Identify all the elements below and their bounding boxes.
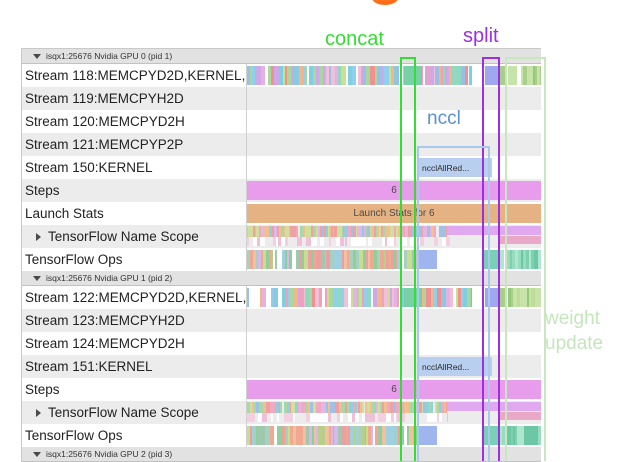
row-label: Stream 122:MEMCPYD2D,KERNEL,MI [25, 290, 246, 305]
group-header-gpu-0[interactable]: isqx1:25676 Nvidia GPU 0 (pid 1) [22, 49, 541, 64]
timeline-track[interactable]: ncclAllRed... [246, 156, 541, 179]
timeline-track[interactable] [246, 110, 541, 133]
row-label-text: TensorFlow Name Scope [48, 229, 199, 244]
group-header-gpu-1[interactable]: isqx1:25676 Nvidia GPU 1 (pid 2) [22, 271, 541, 286]
row-label: Stream 150:KERNEL [25, 160, 153, 175]
timeline-row[interactable]: Steps 6 [22, 378, 541, 401]
row-label: Stream 119:MEMCPYH2D [25, 91, 184, 106]
concat-annotation-label: concat [325, 28, 384, 50]
row-label: Stream 118:MEMCPYD2D,KERNEL,ME [25, 68, 246, 83]
nccl-allreduce-block[interactable]: ncclAllRed... [419, 158, 492, 177]
split-annotation-label: split [463, 25, 499, 47]
row-label: Launch Stats [25, 206, 104, 221]
weight-update-annotation-label: weight update [545, 306, 603, 356]
timeline-track[interactable] [246, 332, 541, 355]
orange-marker-icon [372, 0, 398, 5]
timeline-track[interactable] [246, 424, 541, 447]
timeline-row[interactable]: Stream 119:MEMCPYH2D [22, 87, 541, 110]
timeline-row[interactable]: Stream 124:MEMCPYD2H [22, 332, 541, 355]
timeline-row[interactable]: TensorFlow Ops [22, 248, 541, 271]
trace-viewer-panel[interactable]: isqx1:25676 Nvidia GPU 0 (pid 1) Stream 1… [21, 48, 541, 462]
chevron-down-icon[interactable] [33, 53, 41, 59]
timeline-track[interactable] [246, 225, 541, 248]
steps-bar[interactable]: 6 [247, 181, 541, 200]
timeline-row[interactable]: Stream 151:KERNEL ncclAllRed... [22, 355, 541, 378]
timeline-row[interactable]: TensorFlow Ops [22, 424, 541, 447]
row-label: Steps [25, 382, 60, 397]
row-label: TensorFlow Name Scope [22, 229, 246, 244]
row-label: Stream 121:MEMCPYP2P [25, 137, 184, 152]
timeline-track[interactable]: ncclAllRed... [246, 355, 541, 378]
timeline-track[interactable]: 6 [246, 378, 541, 401]
timeline-row[interactable]: Stream 123:MEMCPYH2D [22, 309, 541, 332]
row-label: TensorFlow Name Scope [22, 405, 246, 420]
row-label: Stream 123:MEMCPYH2D [25, 313, 185, 328]
chevron-right-icon[interactable] [36, 408, 41, 417]
timeline-row[interactable]: TensorFlow Name Scope [22, 225, 541, 248]
timeline-track[interactable] [246, 401, 541, 424]
timeline-track[interactable]: Launch Stats for 6 [246, 202, 541, 225]
group-title: isqx1:25676 Nvidia GPU 0 (pid 1) [46, 51, 173, 61]
steps-bar[interactable]: 6 [247, 380, 541, 399]
row-label: Stream 120:MEMCPYD2H [25, 114, 185, 129]
row-label: TensorFlow Ops [25, 252, 123, 267]
nccl-annotation-box [417, 146, 490, 461]
timeline-track[interactable] [246, 248, 541, 271]
timeline-row[interactable]: Stream 118:MEMCPYD2D,KERNEL,ME [22, 64, 541, 87]
chevron-down-icon[interactable] [33, 451, 41, 457]
row-label: Stream 151:KERNEL [25, 359, 153, 374]
row-label: TensorFlow Ops [25, 428, 123, 443]
group-title: isqx1:25676 Nvidia GPU 2 (pid 3) [46, 449, 173, 459]
timeline-track[interactable] [246, 133, 541, 156]
timeline-row[interactable]: Launch Stats Launch Stats for 6 [22, 202, 541, 225]
weight-update-annotation-box [505, 57, 546, 461]
row-label-text: TensorFlow Name Scope [48, 405, 199, 420]
row-label: Stream 124:MEMCPYD2H [25, 336, 185, 351]
nccl-allreduce-block[interactable]: ncclAllRed... [419, 357, 492, 376]
chevron-down-icon[interactable] [33, 275, 41, 281]
split-annotation-box [482, 57, 500, 461]
timeline-row[interactable]: Steps 6 [22, 179, 541, 202]
timeline-track[interactable] [246, 309, 541, 332]
timeline-row[interactable]: Stream 120:MEMCPYD2H [22, 110, 541, 133]
concat-annotation-box [400, 57, 416, 461]
timeline-row[interactable]: Stream 150:KERNEL ncclAllRed... [22, 156, 541, 179]
timeline-row[interactable]: Stream 121:MEMCPYP2P [22, 133, 541, 156]
timeline-track[interactable] [246, 64, 541, 87]
chevron-right-icon[interactable] [36, 232, 41, 241]
weight-update-line2: update [545, 333, 604, 354]
timeline-track[interactable] [246, 87, 541, 110]
group-title: isqx1:25676 Nvidia GPU 1 (pid 2) [46, 273, 173, 283]
timeline-row[interactable]: TensorFlow Name Scope [22, 401, 541, 424]
weight-update-line1: weight [545, 308, 600, 329]
row-label: Steps [25, 183, 60, 198]
nccl-annotation-label: nccl [427, 108, 461, 129]
timeline-track[interactable]: 6 [246, 179, 541, 202]
launch-stats-bar[interactable]: Launch Stats for 6 [247, 204, 541, 223]
